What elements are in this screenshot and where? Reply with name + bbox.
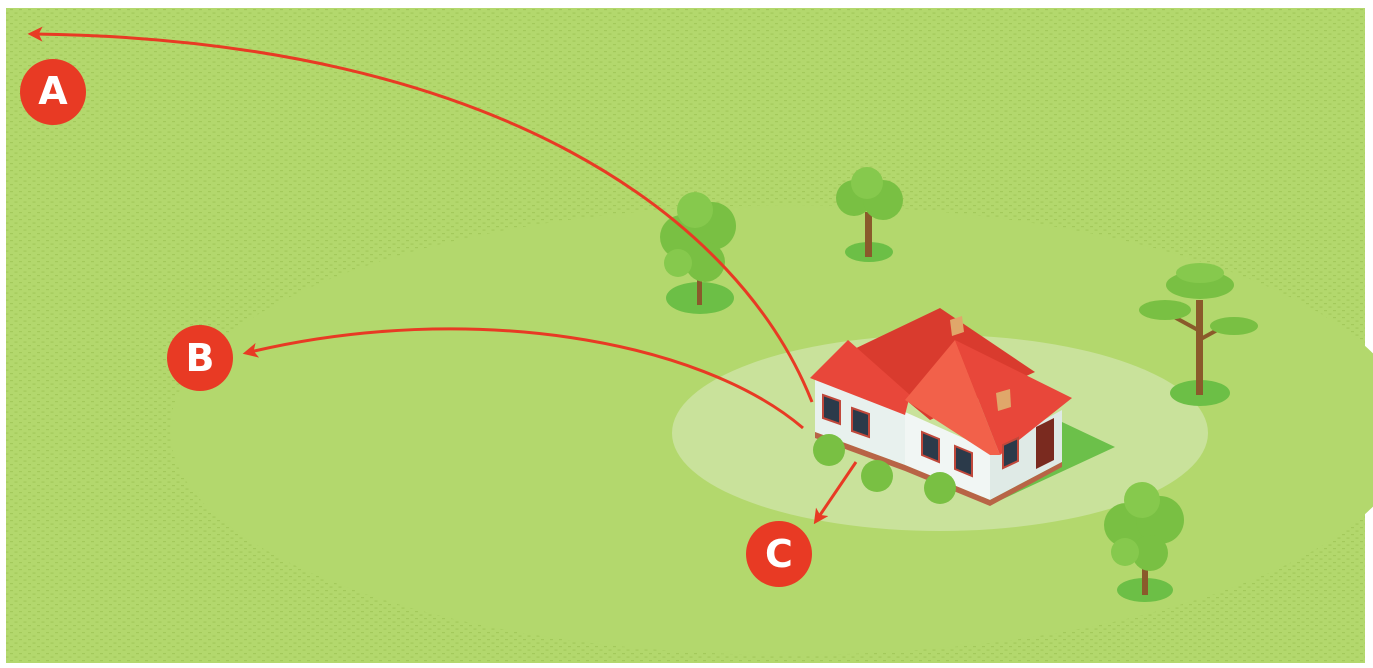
marker-a: A	[20, 59, 86, 125]
marker-a-label: A	[38, 69, 68, 113]
marker-c: C	[746, 521, 812, 587]
marker-b: B	[167, 325, 233, 391]
marker-b-label: B	[186, 336, 215, 380]
marker-c-label: C	[765, 532, 793, 576]
